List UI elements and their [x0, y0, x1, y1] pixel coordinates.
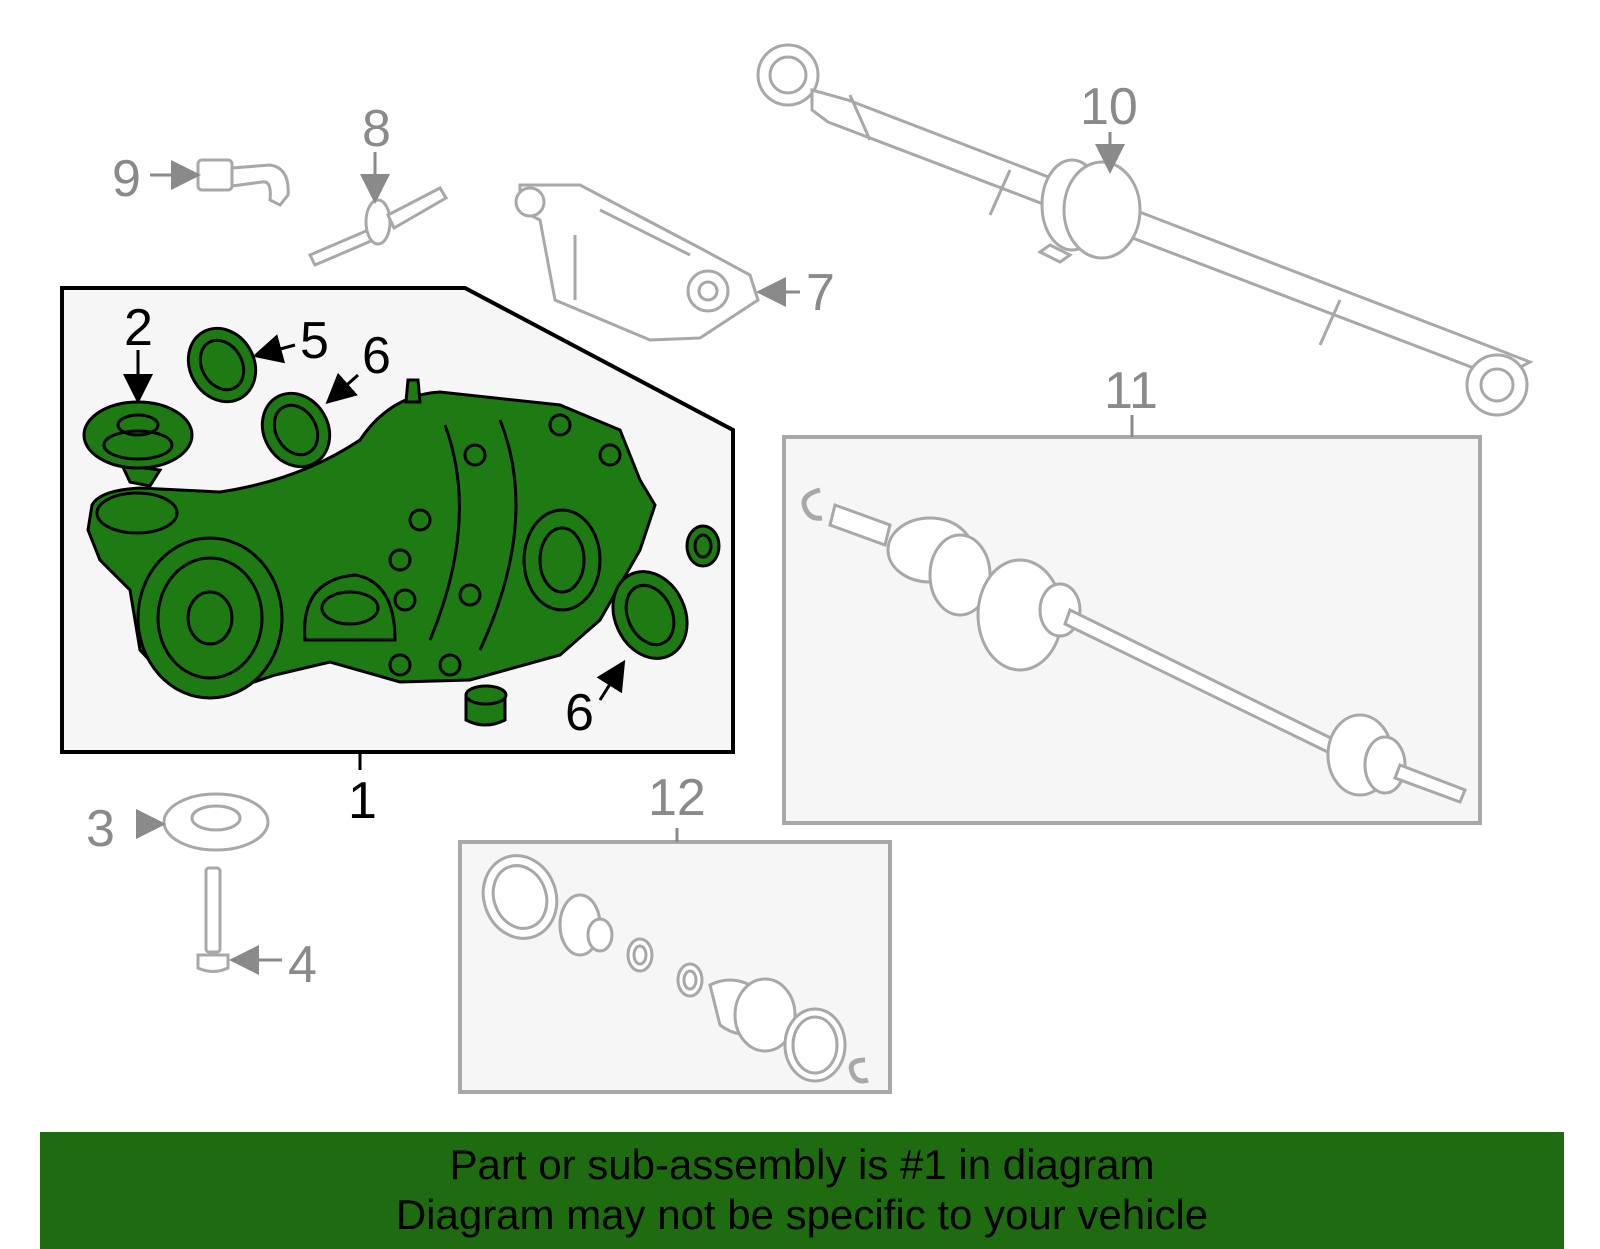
- callout-8: 8: [362, 100, 391, 158]
- callout-5: 5: [300, 312, 329, 370]
- callout-9: 9: [112, 150, 141, 208]
- boot-kit-12[interactable]: [472, 845, 869, 1084]
- seal-6-lower[interactable]: [599, 559, 700, 670]
- bushing-small-bottom[interactable]: [464, 684, 508, 727]
- callout-1: 1: [348, 772, 377, 830]
- banner-line-1: Part or sub-assembly is #1 in diagram: [449, 1141, 1155, 1188]
- info-banner: Part or sub-assembly is #1 in diagram Di…: [40, 1132, 1564, 1249]
- stud-8[interactable]: [307, 186, 449, 267]
- leader-lines: [123, 132, 1134, 975]
- seal-5[interactable]: [175, 316, 268, 414]
- callout-4: 4: [288, 936, 317, 994]
- bushing-small-right[interactable]: [685, 524, 721, 568]
- callout-6-upper: 6: [362, 327, 391, 385]
- callout-3: 3: [86, 800, 115, 858]
- axle-shaft-11[interactable]: [801, 487, 1467, 804]
- callout-6-lower: 6: [565, 684, 594, 742]
- callout-11: 11: [1104, 362, 1158, 420]
- mount-2[interactable]: [82, 400, 194, 488]
- callout-10: 10: [1080, 78, 1138, 136]
- seal-6-upper[interactable]: [249, 381, 342, 479]
- propeller-shaft-10[interactable]: [756, 43, 1534, 417]
- rear-differential-1[interactable]: [86, 378, 657, 700]
- callout-7: 7: [806, 264, 835, 322]
- bracket-7[interactable]: [514, 183, 760, 342]
- washer-3[interactable]: [162, 792, 270, 852]
- callout-12: 12: [648, 769, 706, 827]
- callout-2: 2: [124, 299, 153, 357]
- bolt-4[interactable]: [196, 866, 230, 973]
- breather-hose-9[interactable]: [196, 158, 290, 207]
- banner-line-2: Diagram may not be specific to your vehi…: [395, 1191, 1209, 1238]
